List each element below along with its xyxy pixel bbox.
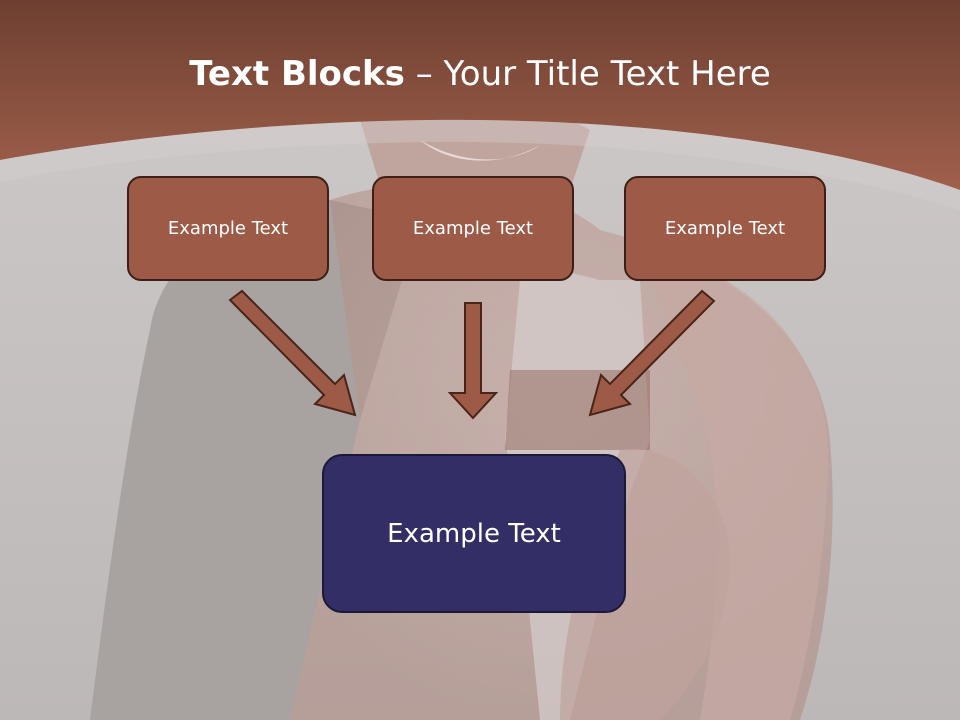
title-bold-part: Text Blocks [189,54,405,94]
main-text-block-label: Example Text [387,518,561,549]
arrow-left-to-center [228,289,357,417]
main-text-block[interactable]: Example Text [322,454,626,613]
title-rest: Your Title Text Here [443,54,771,94]
text-block-3[interactable]: Example Text [624,176,826,281]
arrow-right-to-center [588,289,716,417]
slide-title: Text Blocks – Your Title Text Here [0,50,960,98]
text-block-1-label: Example Text [167,218,289,239]
text-block-2-label: Example Text [412,218,534,239]
title-separator: – [404,54,444,94]
text-block-3-label: Example Text [664,218,786,239]
text-block-1[interactable]: Example Text [127,176,329,281]
text-block-2[interactable]: Example Text [372,176,574,281]
arrow-center-down [447,302,499,420]
